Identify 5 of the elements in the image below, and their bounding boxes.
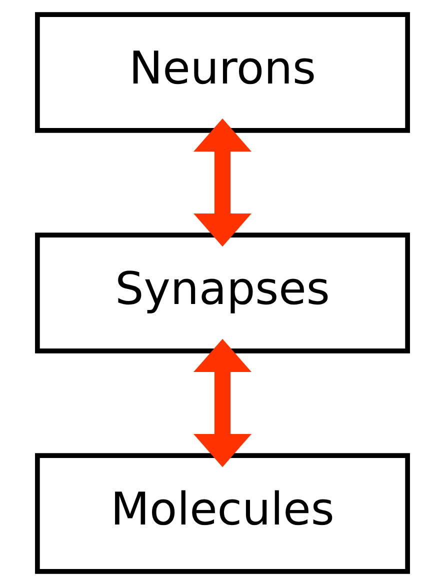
arrow <box>193 118 251 247</box>
arrow <box>193 338 251 468</box>
node-box: Neurons <box>34 12 410 133</box>
node-box: Molecules <box>34 453 410 574</box>
node-box: Synapses <box>34 232 410 354</box>
